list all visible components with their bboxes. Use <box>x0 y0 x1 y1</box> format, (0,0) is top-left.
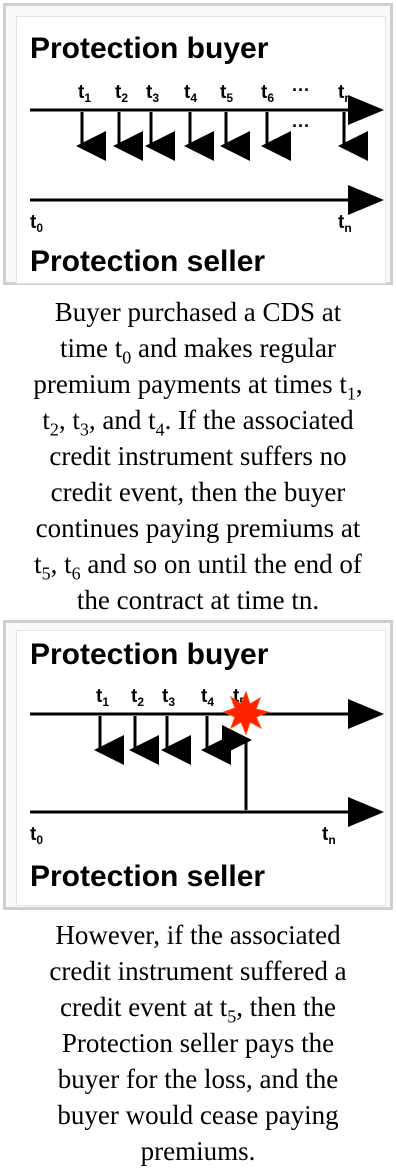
payment-label-t1: t1 <box>78 82 91 105</box>
payment-labels: t1 t2 t3 t4 t5 t6 ··· tn <box>78 80 352 105</box>
payment-label-t5: t5 <box>220 82 233 105</box>
caption-line: However, if the associated <box>55 920 341 950</box>
premium-payment-arrows <box>94 716 231 765</box>
caption-line: t2, t3, and t4. If the associated <box>42 405 354 440</box>
end-label-tn: tn <box>338 212 352 235</box>
figure-1-caption: Buyer purchased a CDS at time t0 and mak… <box>6 294 390 618</box>
caption-line: time t0 and makes regular <box>60 333 336 368</box>
premium-payment-arrows <box>76 112 368 161</box>
buyer-label: Protection buyer <box>30 32 269 65</box>
figure-2-diagram: Protection buyer t1 t2 t3 t4 t5 t0 tn Pr… <box>30 638 384 893</box>
end-label-tn: tn <box>322 824 336 847</box>
credit-event-burst-icon <box>222 690 270 736</box>
caption-line: continues paying premiums at <box>35 513 361 543</box>
caption-line: t5, t6 and so on until the end of <box>34 549 362 584</box>
figure-2-image-border <box>16 630 386 906</box>
caption-line: credit event at t5, then the <box>60 992 336 1027</box>
seller-label: Protection seller <box>30 860 265 893</box>
caption-line: Protection seller pays the <box>61 1028 335 1058</box>
figure-2-caption: However, if the associated credit instru… <box>6 917 390 1169</box>
payment-label-t2: t2 <box>115 82 128 105</box>
caption-line: premiums. <box>140 1136 256 1166</box>
start-label-t0: t0 <box>30 212 43 235</box>
payment-label-t4: t4 <box>201 686 214 709</box>
payment-label-t3: t3 <box>146 82 159 105</box>
payment-label-t6: t6 <box>261 82 274 105</box>
caption-line: Buyer purchased a CDS at <box>54 297 342 327</box>
caption-line: credit event, then the buyer <box>50 477 346 507</box>
payment-labels: t1 t2 t3 t4 t5 <box>96 686 246 709</box>
caption-line: buyer for the loss, and the <box>57 1064 339 1094</box>
caption-line: credit instrument suffered a <box>49 956 347 986</box>
payment-arrows-ellipsis: ··· <box>292 116 310 136</box>
buyer-label: Protection buyer <box>30 638 269 671</box>
payment-label-t1: t1 <box>96 686 109 709</box>
start-label-t0: t0 <box>30 824 43 847</box>
payment-label-tn: tn <box>338 82 352 105</box>
payment-label-t2: t2 <box>131 686 144 709</box>
payment-label-t3: t3 <box>162 686 175 709</box>
figure-1-diagram: Protection buyer t1 t2 t3 t4 t5 t6 ··· t… <box>30 32 384 278</box>
caption-line: premium payments at times t1, <box>33 369 363 404</box>
seller-label: Protection seller <box>30 245 265 278</box>
caption-line: credit instrument suffers no <box>49 441 347 471</box>
caption-line: buyer would cease paying <box>57 1100 339 1130</box>
payment-label-ellipsis: ··· <box>292 80 310 100</box>
payment-label-t4: t4 <box>184 82 197 105</box>
caption-line: the contract at time tn. <box>76 585 320 615</box>
